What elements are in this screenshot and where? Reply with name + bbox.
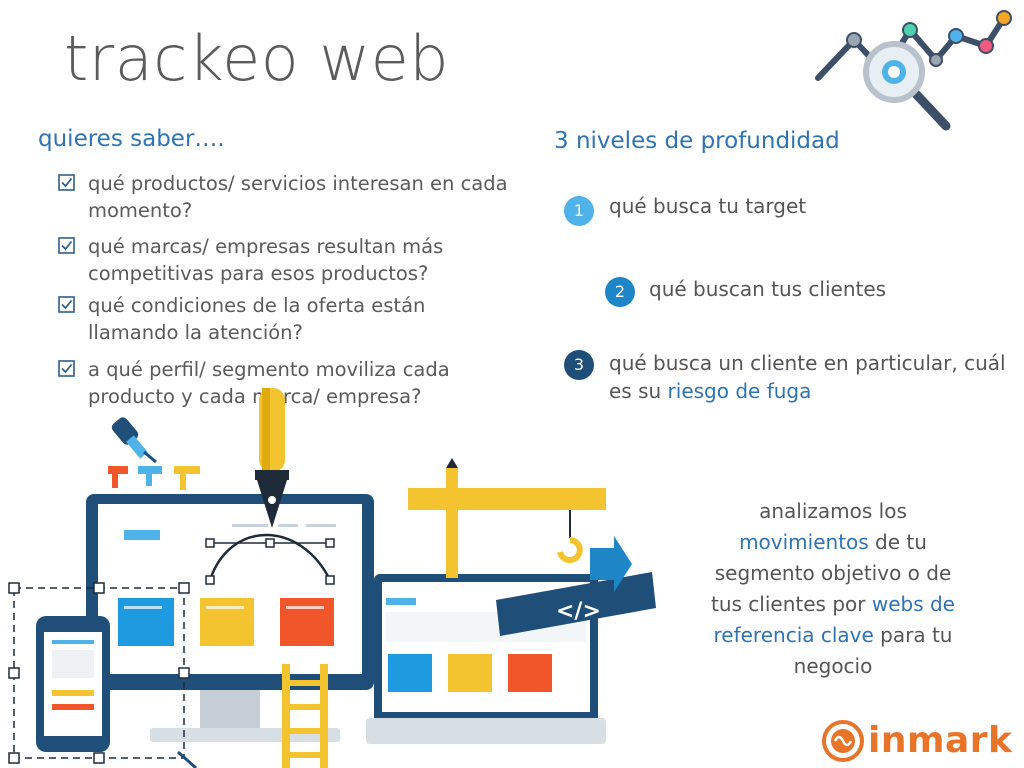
level-badge-2: 2 <box>605 277 635 307</box>
list-item-text: qué marcas/ empresas resultan más compet… <box>88 235 444 285</box>
list-item: a qué perfil/ segmento moviliza cada pro… <box>58 356 508 410</box>
analysis-part-3: para tu negocio <box>793 623 953 678</box>
list-item-text: qué productos/ servicios interesan en ca… <box>88 172 508 222</box>
eyedropper-icon <box>111 417 157 464</box>
list-item-text: qué condiciones de la oferta están llama… <box>88 294 426 344</box>
level-text-3-main: qué busca un cliente en particular, cuál… <box>609 351 1006 403</box>
analysis-part-2: de tu segmento objetivo o de tus cliente… <box>711 530 952 616</box>
code-tag-label: </> <box>556 599 601 624</box>
checkbox-icon <box>58 174 75 191</box>
level-text-3-highlight: riesgo de fuga <box>667 379 812 403</box>
list-item: qué productos/ servicios interesan en ca… <box>58 170 508 224</box>
analytics-magnifier-icon <box>815 10 1012 131</box>
inmark-logo-icon <box>822 720 864 762</box>
level-text-3: qué busca un cliente en particular, cuál… <box>609 349 1009 405</box>
level-badge-3: 3 <box>564 350 594 380</box>
page-title: trackeo web <box>64 22 450 95</box>
checkbox-icon <box>58 296 75 313</box>
logo-text: inmark <box>868 720 1013 761</box>
analysis-highlight-1: movimientos <box>739 530 869 554</box>
list-item-text: a qué perfil/ segmento moviliza cada pro… <box>88 358 450 408</box>
level-badge-1: 1 <box>564 196 594 226</box>
pen-tool-icon <box>255 388 289 528</box>
level-text-1: qué busca tu target <box>609 194 807 218</box>
list-item: qué condiciones de la oferta están llama… <box>58 292 508 346</box>
analysis-highlight-2: webs de referencia clave <box>713 592 955 647</box>
list-item: qué marcas/ empresas resultan más compet… <box>58 233 508 287</box>
checkbox-icon <box>58 360 75 377</box>
analysis-text: analizamos los movimientos de tu segment… <box>700 496 966 682</box>
inmark-logo: inmark <box>822 718 1022 766</box>
left-heading: quieres saber…. <box>38 126 225 152</box>
analysis-part-1: analizamos los <box>759 499 907 523</box>
checkbox-icon <box>58 237 75 254</box>
right-heading: 3 niveles de profundidad <box>554 128 840 154</box>
level-text-2: qué buscan tus clientes <box>649 277 887 301</box>
web-design-illustration: </> <box>8 388 656 768</box>
